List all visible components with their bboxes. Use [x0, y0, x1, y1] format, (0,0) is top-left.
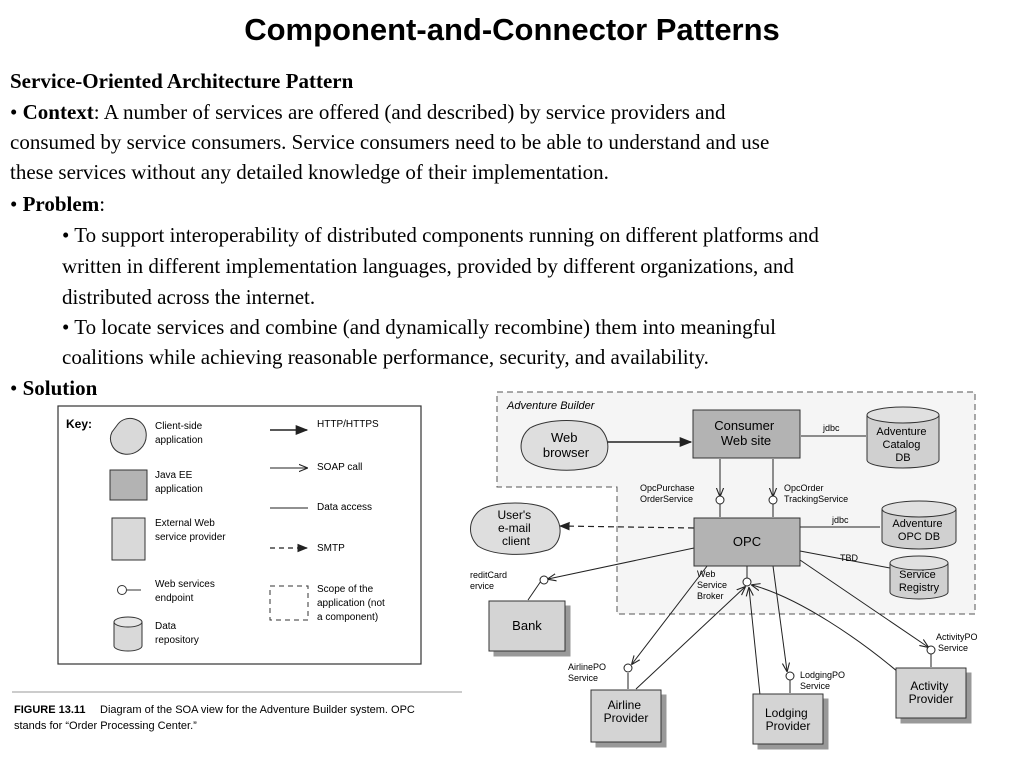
opc-purchase-endpoint: [715, 495, 725, 505]
key-client-side-label: Client-side application: [155, 421, 205, 446]
figure-caption: FIGURE 13.11 Diagram of the SOA view for…: [14, 704, 418, 732]
airline-to-broker-link: [635, 587, 745, 690]
lodging-provider-label: Lodging Provider: [765, 706, 811, 733]
context-label: Context: [22, 100, 94, 124]
opc-to-bank-link: [548, 547, 695, 579]
credit-card-endpoint: [539, 575, 549, 585]
context-line-1: • Context: A number of services are offe…: [10, 97, 725, 128]
activity-provider-node: [895, 667, 967, 719]
problem-item-2-line-2: coalitions while achieving reasonable pe…: [62, 345, 709, 369]
key-repository-label: Data repository: [155, 621, 199, 646]
legend-key: Key: Client-side application Java EE app…: [57, 405, 422, 665]
bullet: •: [10, 192, 18, 216]
airline-provider-label: Airline Provider: [604, 698, 649, 725]
activity-provider-label: Activity Provider: [909, 679, 954, 706]
service-registry-label: Service Registry: [899, 569, 940, 594]
bank-label: Bank: [512, 618, 542, 633]
external-provider-symbol: [111, 517, 146, 561]
scope-title: Adventure Builder: [506, 400, 596, 412]
context-text: : A number of services are offered (and …: [93, 100, 726, 124]
activity-po-endpoint: [926, 645, 936, 655]
opc-node: [693, 517, 801, 567]
key-smtp-label: SMTP: [317, 543, 345, 554]
service-registry-node: [889, 563, 949, 600]
opc-to-lodging-link: [772, 565, 787, 671]
bullet: •: [10, 100, 18, 124]
key-java-ee-label: Java EE application: [155, 470, 203, 495]
jdbc-label-2: jdbc: [831, 515, 849, 525]
web-browser-label: Web browser: [543, 430, 590, 460]
tbd-label: TBD: [840, 553, 859, 563]
opc-registry-link: [799, 550, 891, 569]
context-line-3: these services without any detailed know…: [10, 160, 609, 184]
opc-label: OPC: [733, 534, 761, 549]
java-ee-symbol: [109, 469, 148, 501]
adventure-builder-scope: [496, 391, 976, 615]
activity-to-broker-link: [752, 585, 899, 673]
pattern-heading: Service-Oriented Architecture Pattern: [10, 69, 354, 93]
opc-tracking-endpoint: [768, 495, 778, 505]
lodging-to-broker-link: [749, 588, 761, 696]
problem-item-1-line-2: written in different implementation lang…: [62, 254, 794, 278]
adventure-catalog-db-label: Adventure Catalog DB: [876, 426, 929, 464]
adventure-catalog-db-node: [866, 415, 940, 469]
solution-heading: • Solution: [10, 373, 97, 404]
key-external-label: External Web service provider: [155, 518, 226, 543]
problem-item-2-line-1: • To locate services and combine (and dy…: [62, 315, 777, 339]
key-data-access-label: Data access: [317, 502, 372, 513]
lodging-provider-node: [752, 693, 824, 745]
email-client-label: User's e-mail client: [498, 508, 535, 548]
email-client-node: [470, 502, 561, 555]
key-http-label: HTTP/HTTPS: [317, 419, 379, 430]
soa-diagram: Adventure Builder jdbc OpcPurchase Order…: [470, 391, 980, 750]
key-soap-label: SOAP call: [317, 462, 362, 473]
adventure-opc-db-node: [881, 509, 957, 550]
consumer-web-site-label: Consumer Web site: [714, 418, 778, 448]
opc-to-airline-link: [632, 556, 715, 664]
bank-node: [488, 600, 566, 652]
opc-purchase-label: OpcPurchase OrderService: [640, 483, 697, 504]
scope-symbol: [269, 585, 309, 621]
lodging-po-endpoint: [785, 671, 795, 681]
adventure-opc-db-label: Adventure OPC DB: [892, 518, 945, 543]
consumer-web-site-node: [692, 409, 801, 459]
opc-to-activity-link: [799, 559, 928, 647]
bullet: •: [10, 376, 18, 400]
airline-po-label: AirlinePO Service: [568, 662, 609, 683]
endpoint-symbol: [117, 585, 127, 595]
airline-provider-node: [590, 689, 662, 743]
colon: :: [99, 192, 106, 216]
opc-to-email-link: [558, 521, 695, 531]
problem-heading: • Problem:: [10, 189, 105, 220]
activity-po-label: ActivityPO Service: [936, 632, 980, 653]
key-title: Key:: [66, 417, 92, 431]
key-scope-label: Scope of the application (not a componen…: [317, 584, 388, 623]
client-side-symbol: [110, 417, 147, 455]
repository-symbol: [113, 622, 143, 652]
solution-label: Solution: [22, 376, 98, 400]
problem-item-1-line-1: • To support interoperability of distrib…: [62, 223, 819, 247]
credit-card-label: reditCard ervice: [470, 570, 510, 591]
opc-order-label: OpcOrder TrackingService: [784, 483, 848, 504]
broker-endpoint: [742, 577, 752, 587]
key-endpoint-label: Web services endpoint: [155, 579, 218, 604]
problem-item-1-line-3: distributed across the internet.: [62, 285, 316, 309]
broker-label: Web Service Broker: [697, 569, 730, 601]
web-browser-node: [520, 420, 609, 471]
lodging-po-label: LodgingPO Service: [800, 670, 848, 691]
context-line-2: consumed by service consumers. Service c…: [10, 130, 770, 154]
problem-label: Problem: [22, 192, 100, 216]
airline-po-endpoint: [623, 663, 633, 673]
jdbc-label-1: jdbc: [822, 423, 840, 433]
slide-title: Component-and-Connector Patterns: [244, 12, 780, 47]
